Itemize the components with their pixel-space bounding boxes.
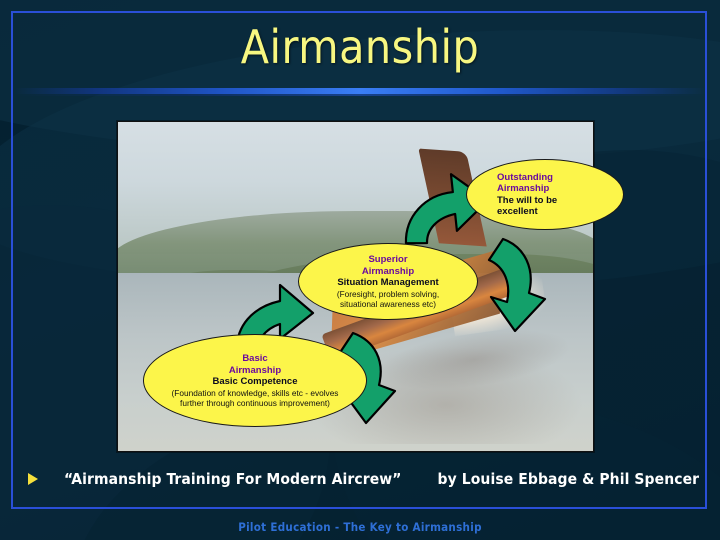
callout-detail-line1: (Foresight, problem solving,: [336, 288, 440, 299]
footer-text: Pilot Education - The Key to Airmanship: [238, 520, 482, 534]
callout-heading-line2: Airmanship: [497, 183, 550, 194]
callout-heading-line2: Airmanship: [361, 265, 415, 277]
callout-detail-line1: (Foundation of knowledge, skills etc - e…: [171, 387, 339, 398]
slide-footer: Pilot Education - The Key to Airmanship: [0, 518, 720, 536]
callout-detail-line1: The will to be: [497, 194, 558, 206]
title-divider-rule: [14, 88, 706, 94]
callout-subheading: Basic Competence: [212, 376, 298, 388]
callout-superior-airmanship: Superior Airmanship Situation Management…: [298, 243, 478, 320]
callout-detail-line2: excellent: [497, 206, 538, 217]
callout-outstanding-airmanship: Outstanding Airmanship The will to be ex…: [466, 159, 624, 230]
callout-subheading: Situation Management: [337, 277, 439, 289]
triangle-bullet-icon: [28, 473, 38, 485]
callout-basic-airmanship: Basic Airmanship Basic Competence (Found…: [143, 334, 367, 427]
callout-detail-line2: situational awareness etc): [340, 298, 436, 309]
title-divider-rule-secondary: [14, 94, 706, 96]
callout-detail-line2: further through continuous improvement): [180, 397, 330, 408]
caption-title: “Airmanship Training For Modern Aircrew”: [64, 470, 402, 488]
callout-heading-line2: Airmanship: [228, 364, 282, 376]
caption-authors: by Louise Ebbage & Phil Spencer: [437, 470, 700, 488]
slide-title-area: Airmanship: [0, 8, 720, 86]
callout-heading-line1: Superior: [368, 254, 408, 266]
callout-heading-line1: Basic: [242, 353, 268, 365]
page-title: Airmanship: [240, 20, 480, 74]
slide-caption: “Airmanship Training For Modern Aircrew”…: [28, 466, 699, 492]
callout-heading-line1: Outstanding: [497, 171, 553, 183]
